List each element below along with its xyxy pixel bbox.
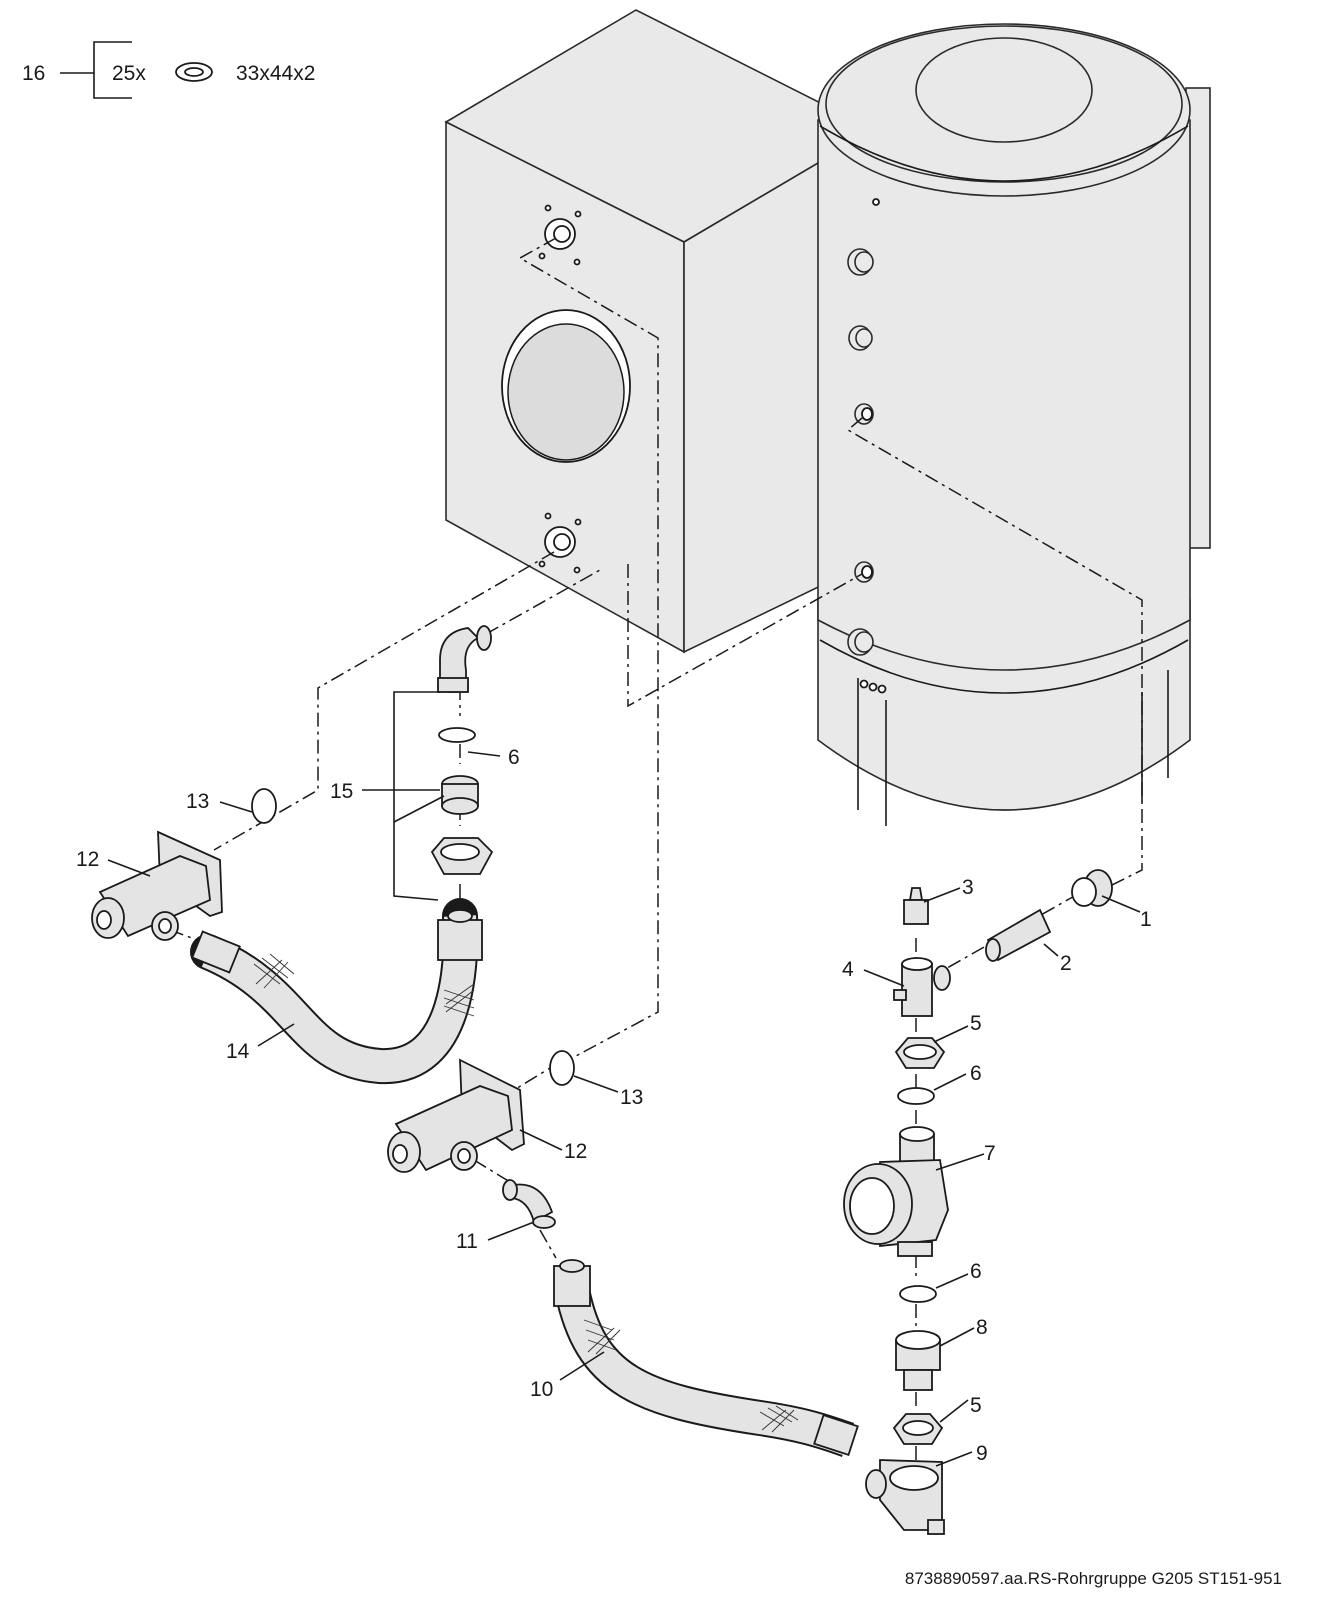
drawing-reference: 8738890597.aa.RS-Rohrgruppe G205 ST151-9… xyxy=(905,1569,1282,1588)
part-label-6b: 6 xyxy=(970,1062,982,1085)
part-label-5b: 5 xyxy=(970,1394,982,1417)
nipple-2 xyxy=(985,908,1052,962)
part-label-1: 1 xyxy=(1140,908,1152,931)
part-label-12b: 12 xyxy=(564,1140,587,1163)
part-label-13a: 13 xyxy=(186,790,209,813)
legend-item-number: 16 xyxy=(22,62,45,85)
o-ring-13a xyxy=(251,788,277,824)
elbow-9 xyxy=(865,1459,945,1535)
part-label-7: 7 xyxy=(984,1142,996,1165)
part-label-10: 10 xyxy=(530,1378,553,1401)
legend-washer-set: 16 25x 33x44x2 xyxy=(22,41,315,99)
leader-lines xyxy=(107,691,1141,1467)
legend-washer-size: 33x44x2 xyxy=(236,62,315,85)
part-label-8: 8 xyxy=(976,1316,988,1339)
washer-icon xyxy=(175,62,213,82)
part-label-6c: 6 xyxy=(970,1260,982,1283)
nut-5a xyxy=(894,1037,946,1069)
part-labels: 1 2 3 4 5 5 6 6 6 7 8 9 10 11 12 12 13 1… xyxy=(76,746,1152,1465)
elbow-11 xyxy=(502,1179,556,1229)
part-label-9: 9 xyxy=(976,1442,988,1465)
tank-nozzles xyxy=(847,248,874,656)
seal-ring-6b xyxy=(897,1087,935,1105)
storage-tank xyxy=(817,23,1211,826)
tee-bracket-12a xyxy=(91,830,223,941)
circulation-pump-7 xyxy=(843,1126,949,1257)
part-label-3: 3 xyxy=(962,876,974,899)
part-label-4: 4 xyxy=(842,958,854,981)
part-label-12a: 12 xyxy=(76,848,99,871)
adapter-8 xyxy=(895,1330,941,1391)
vent-valve-3 xyxy=(903,887,929,925)
part-label-15: 15 xyxy=(330,780,353,803)
part-label-14: 14 xyxy=(226,1040,250,1063)
elbow-fitting-group xyxy=(430,625,494,875)
part-label-13b: 13 xyxy=(620,1086,643,1109)
legend-quantity: 25x xyxy=(112,62,146,85)
seal-ring-6c xyxy=(899,1285,937,1303)
nut-5b xyxy=(892,1413,944,1445)
valve-body-4 xyxy=(893,957,951,1017)
assembly-lines xyxy=(169,237,1143,1470)
boiler-unit xyxy=(444,9,876,654)
flexible-hose-14 xyxy=(190,898,483,1084)
part-label-11: 11 xyxy=(456,1230,478,1253)
part-label-6a: 6 xyxy=(508,746,520,769)
tee-bracket-12b xyxy=(387,1058,525,1173)
part-label-5a: 5 xyxy=(970,1012,982,1035)
strainer-1 xyxy=(1071,869,1113,907)
flexible-hose-10 xyxy=(553,1259,859,1457)
o-ring-13b xyxy=(549,1050,575,1086)
part-label-2: 2 xyxy=(1060,952,1072,975)
